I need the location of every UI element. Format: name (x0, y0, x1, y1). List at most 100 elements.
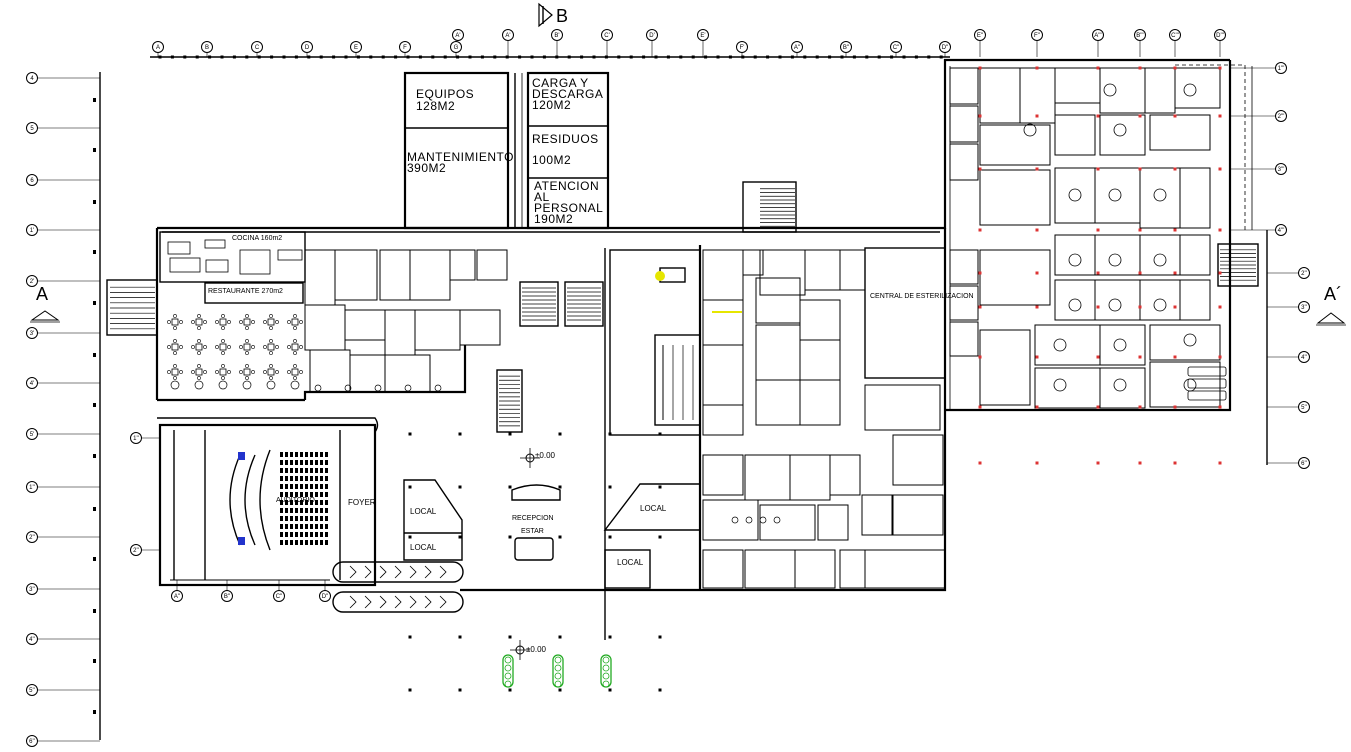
grid-tick (195, 55, 199, 59)
auditorium-seat (305, 484, 308, 489)
svg-text:3'': 3'' (29, 587, 35, 593)
svg-text:5': 5' (30, 432, 34, 438)
svg-text:A''': A''' (1094, 33, 1101, 39)
bed (1187, 366, 1227, 377)
svg-text:2'': 2'' (29, 535, 35, 541)
furniture (404, 384, 412, 392)
restaurant-table (171, 343, 179, 351)
grid-bubble-left: 5' (26, 428, 38, 440)
restaurant-table (195, 368, 203, 376)
auditorium-seat (305, 452, 308, 457)
restaurant-table (267, 343, 275, 351)
ramp-arrow (394, 565, 402, 579)
ramp-arrow (424, 595, 432, 609)
grid-tick (93, 200, 96, 204)
room-mantenimiento-area: 390M2 (407, 161, 446, 175)
auditorium-seat (290, 508, 293, 513)
grid-tick (356, 55, 360, 59)
east-wing-room (1034, 324, 1101, 366)
column (458, 688, 462, 692)
grid-tick (927, 55, 931, 59)
auditorium-seat (305, 492, 308, 497)
stair-left (106, 279, 158, 336)
grid-dot (1138, 228, 1142, 232)
grid-dot (1138, 405, 1142, 409)
room-local-3-label: LOCAL (640, 504, 667, 513)
grid-tick (939, 55, 943, 59)
restaurant-round-table (194, 380, 204, 390)
svg-text:5: 5 (30, 126, 34, 132)
grid-dot (1035, 228, 1039, 232)
auditorium-seat (290, 460, 293, 465)
grid-tick (406, 55, 410, 59)
svg-text:C: C (255, 45, 260, 51)
right-grid-axis (1251, 66, 1268, 465)
auditorium-seat (320, 468, 323, 473)
auditorium-seat (280, 524, 283, 529)
grid-tick (158, 55, 162, 59)
grid-bubble-left: 2' (26, 275, 38, 287)
grid-tick (530, 55, 534, 59)
auditorium-seat (315, 524, 318, 529)
auditorium-seat (295, 476, 298, 481)
auditorium-seat (290, 484, 293, 489)
column (508, 485, 512, 489)
grid-bubble-top: E' (697, 29, 709, 41)
svg-text:5'': 5'' (29, 688, 35, 694)
grid-tick (394, 55, 398, 59)
kitchen-equipment (239, 249, 271, 275)
auditorium-seat (310, 468, 313, 473)
grid-bubble-top: D' (646, 29, 658, 41)
admin-room (449, 249, 476, 281)
grid-tick (567, 55, 571, 59)
grid-tick (220, 55, 224, 59)
medical-room (794, 549, 836, 589)
auditorium-seat (325, 476, 328, 481)
top-grid-axis (150, 55, 950, 59)
grid-dot (1218, 271, 1222, 275)
auditorium-seat (310, 484, 313, 489)
grid-tick (232, 55, 236, 59)
room-esterilizacion-label: CENTRAL DE ESTERILIZACION (870, 293, 974, 300)
grid-tick (790, 55, 794, 59)
auditorium-seat (325, 508, 328, 513)
equipment-circle (1053, 378, 1067, 392)
auditorium-seat (295, 532, 298, 537)
restaurant-table (243, 318, 251, 326)
grid-dot (1138, 114, 1142, 118)
grid-dot (1173, 355, 1177, 359)
column (658, 688, 662, 692)
stair-right (1217, 243, 1259, 287)
auditorium-seat (310, 452, 313, 457)
auditorium-seat (305, 540, 308, 545)
east-wing-room (1174, 67, 1221, 109)
auditorium-seat (320, 452, 323, 457)
furniture (773, 516, 781, 524)
medical-room (702, 549, 744, 589)
auditorium-seat (325, 484, 328, 489)
kitchen-equipment (204, 239, 226, 249)
equipment-circle (1153, 253, 1167, 267)
grid-bubble-aud-bottom: A'' (171, 590, 183, 602)
grid-dot (1096, 405, 1100, 409)
svg-text:C''': C''' (1171, 33, 1179, 39)
auditorium-seat (315, 492, 318, 497)
grid-tick (332, 55, 336, 59)
ramp-arrow (364, 565, 372, 579)
auditorium-seat (300, 540, 303, 545)
grid-dot (978, 271, 982, 275)
auditorium-seat (300, 524, 303, 529)
grid-tick (691, 55, 695, 59)
auditorium-seat (280, 468, 283, 473)
medical-room (799, 339, 841, 381)
grid-tick (93, 710, 96, 714)
grid-dot (1035, 114, 1039, 118)
grid-tick (704, 55, 708, 59)
east-wing-room (1149, 361, 1221, 408)
auditorium-seat (280, 500, 283, 505)
grid-bubble-top: A' (502, 29, 514, 41)
kitchen-equipment (167, 241, 191, 255)
grid-tick (629, 55, 633, 59)
auditorium-seat (300, 452, 303, 457)
